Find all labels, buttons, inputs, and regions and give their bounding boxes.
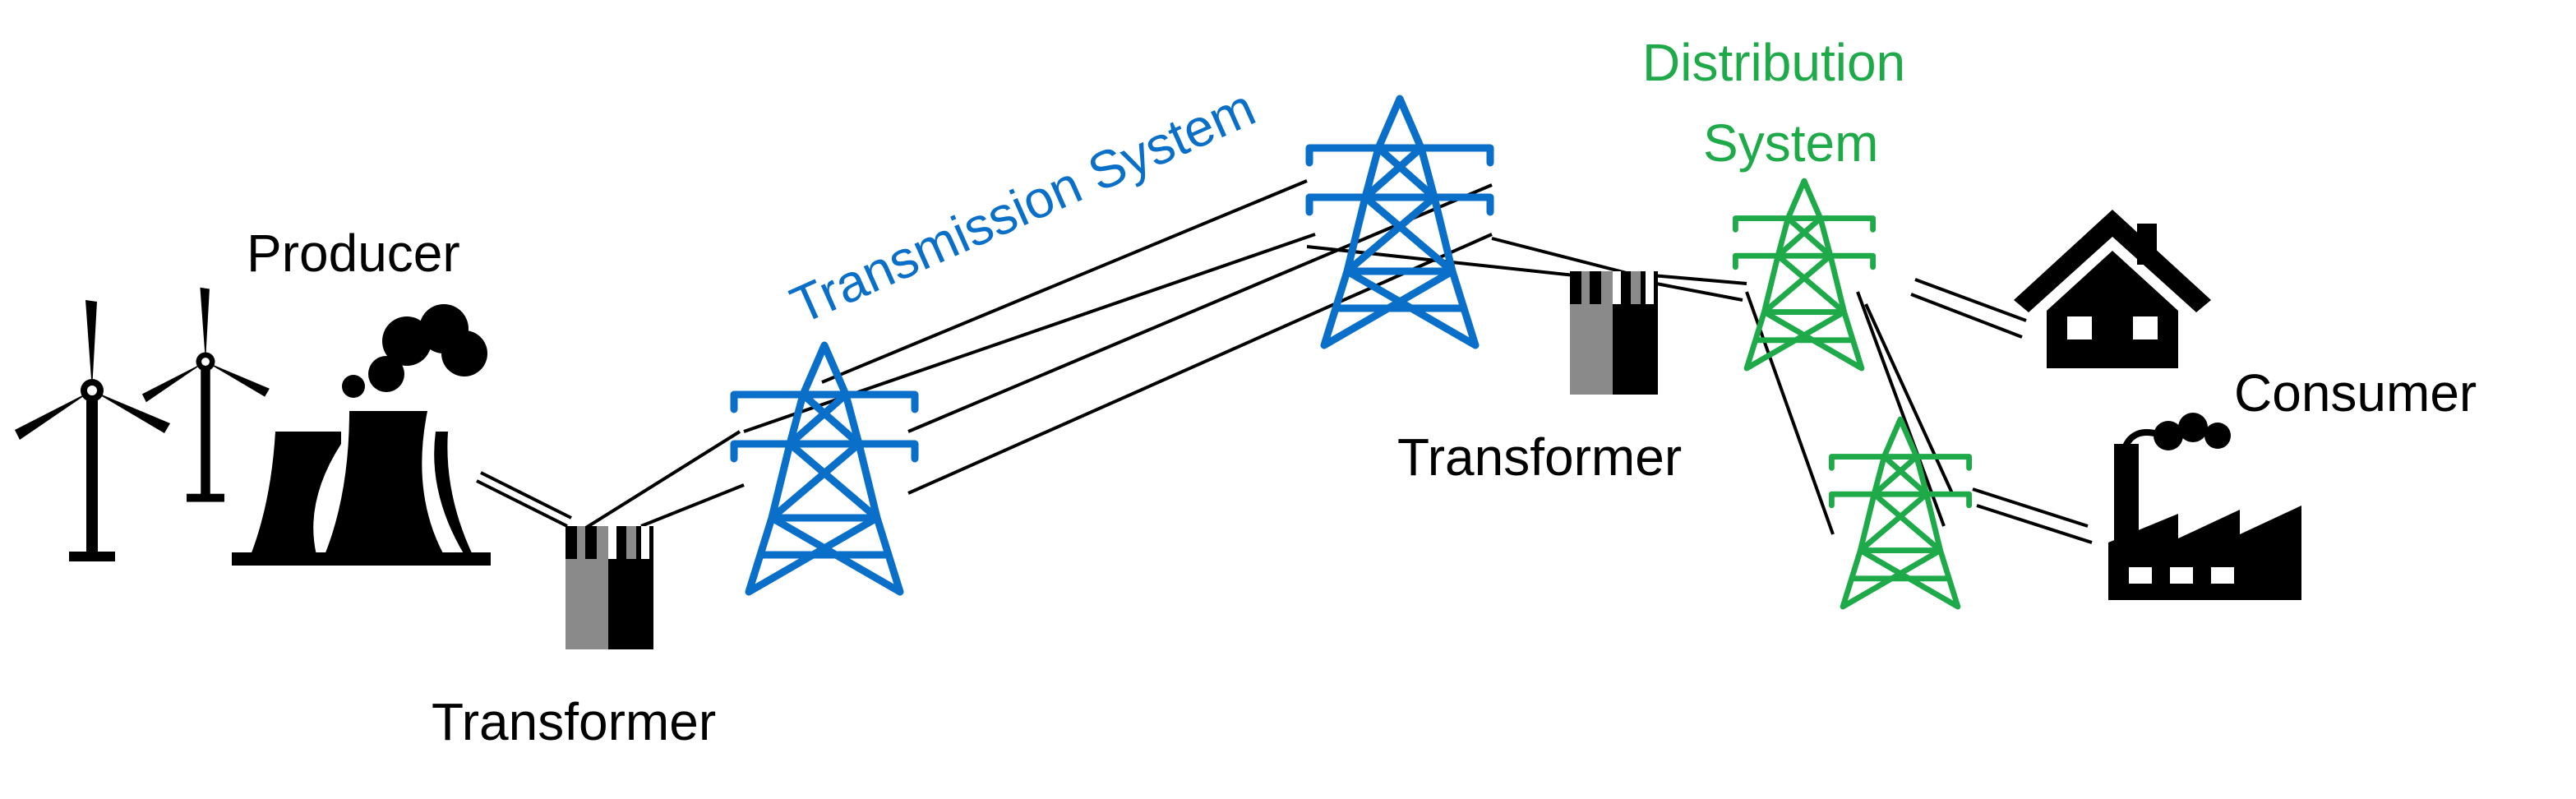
producer-label: Producer [247,224,460,283]
wind-turbine-icon [141,287,270,502]
distribution-system-label-line2: System [1703,113,1878,173]
transformer-right-label: Transformer [1397,427,1682,487]
cooling-tower-icon [232,304,491,566]
house-icon [2014,210,2211,368]
consumer-label: Consumer [2234,363,2477,423]
transformer-icon [1570,271,1658,395]
distribution-system-label-line1: Distribution [1642,33,1905,92]
distribution-tower-icon [1735,181,1872,368]
wind-turbine-icon [15,300,170,561]
transformer-icon [566,526,653,649]
distribution-tower-icon [1831,419,1969,607]
transformer-left-label: Transformer [432,692,716,751]
factory-icon [2108,413,2301,600]
transmission-tower-icon [1309,99,1490,345]
transmission-system-label: Transmission System [782,77,1263,335]
